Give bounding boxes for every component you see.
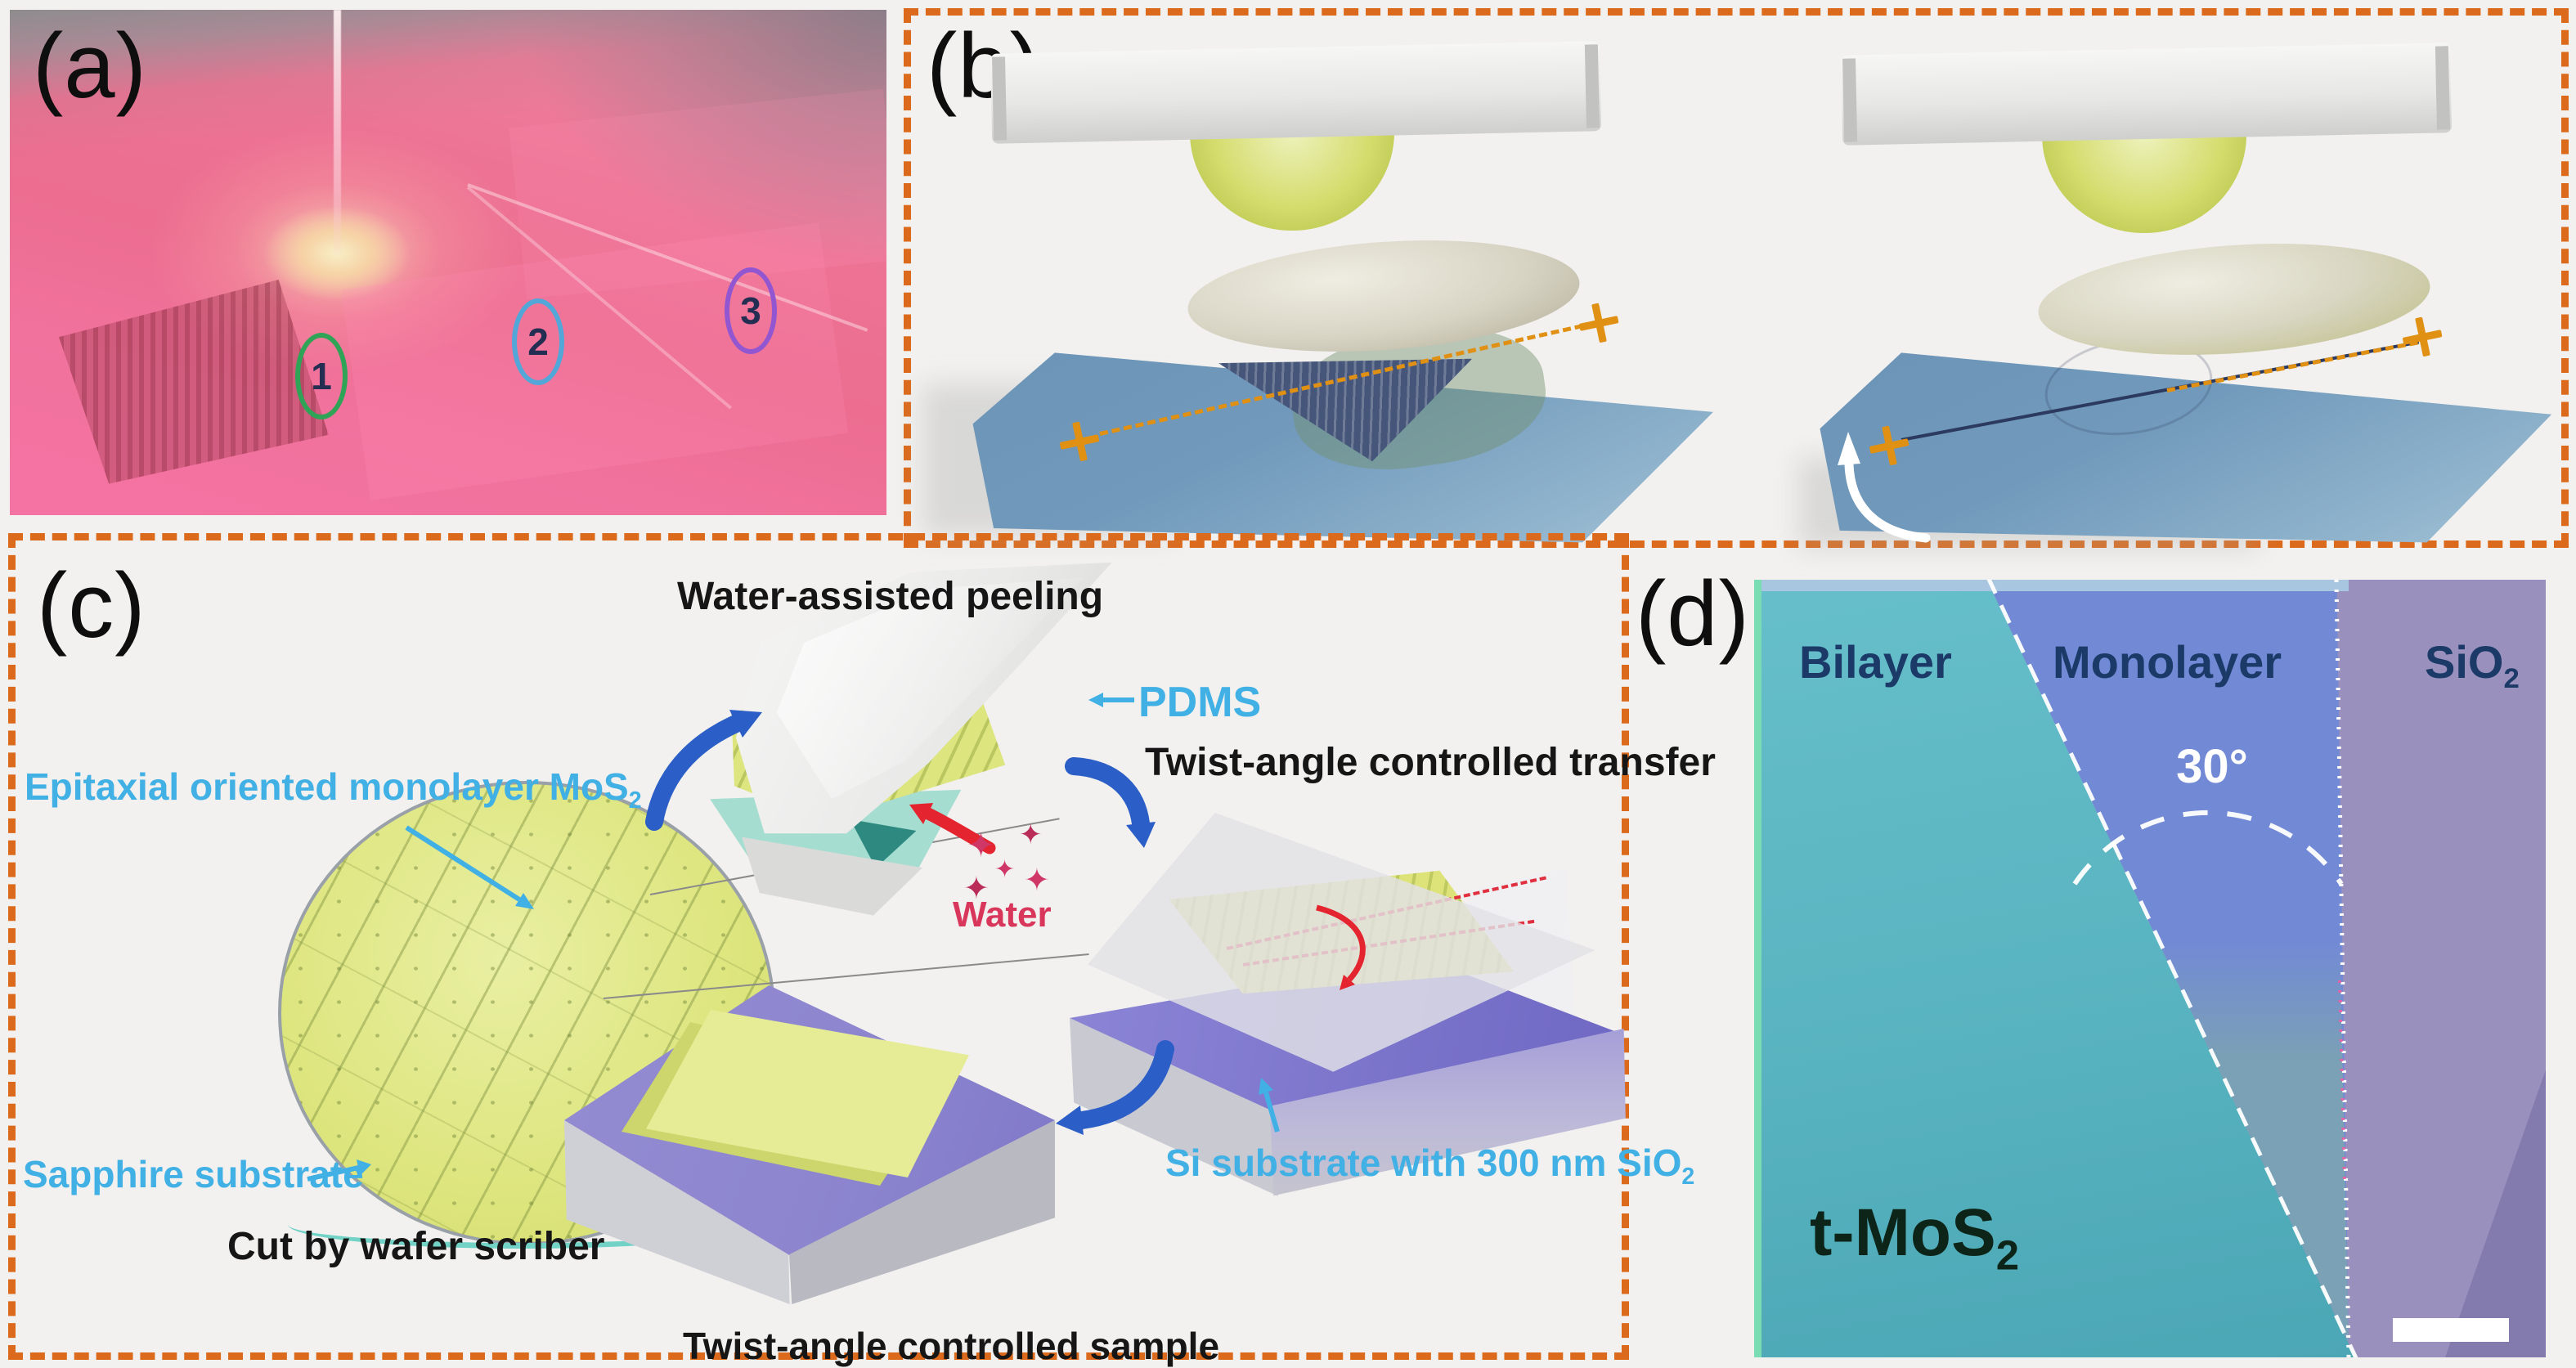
sample-title: Twist-angle controlled sample (683, 1325, 1220, 1367)
label-arrow-icon (307, 1159, 371, 1182)
boundary-pink-tint (2338, 980, 2346, 1186)
peeling-title: Water-assisted peeling (677, 575, 1104, 618)
tmos2-label-sub: 2 (1995, 1231, 2019, 1279)
epitaxial-label-text: Epitaxial oriented monolayer MoS (25, 765, 629, 808)
si-substrate-label-sub: 2 (1681, 1164, 1695, 1191)
process-arrow-icon (645, 710, 762, 831)
rotation-arrow-icon (1838, 432, 1931, 543)
panel-a-photo: 1 2 3 (a) (10, 10, 886, 515)
position-marker-3: 3 (725, 267, 777, 354)
water-droplet-icon: ✦ (994, 856, 1016, 883)
bilayer-label: Bilayer (1799, 636, 1952, 688)
angle-value-label: 30° (2176, 740, 2248, 793)
sio2-label: SiO2 (2425, 635, 2520, 695)
label-arrow-icon (1088, 693, 1134, 707)
panel-d-micrograph: 30° Bilayer Monolayer SiO2 t-MoS2 (1754, 580, 2546, 1357)
glass-slide-3d (1840, 43, 2453, 146)
alignment-cross-marker (2399, 314, 2446, 361)
marker-number: 2 (527, 321, 549, 363)
monolayer-label: Monolayer (2053, 636, 2282, 688)
bilayer-monolayer-boundary (1986, 580, 2358, 1357)
image-top-strip (1754, 580, 2349, 591)
sapphire-rim (288, 1200, 759, 1249)
panel-c-border (8, 533, 1629, 1360)
slide-end-cap (1584, 44, 1600, 128)
water-droplet-icon: ✦ (963, 872, 990, 906)
marker-number: 3 (740, 289, 761, 332)
sio2-label-sub: 2 (2503, 663, 2520, 695)
monolayer-sio2-boundary (2334, 580, 2351, 1357)
transfer-title: Twist-angle controlled transfer (1145, 741, 1716, 784)
water-label: Water (953, 895, 1052, 935)
panel-b-border (904, 8, 2569, 548)
process-arrow-icon (1065, 757, 1156, 848)
twist-angle-arc-arrow-icon (1316, 904, 1366, 990)
label-arrow-icon (1259, 1078, 1280, 1133)
glass-slide-3d (990, 41, 1602, 144)
pdms-label: PDMS (1138, 679, 1262, 726)
water-injection-arrow-icon (909, 803, 996, 854)
scale-bar (2393, 1318, 2509, 1342)
slide-end-cap (2435, 46, 2450, 130)
panel-a-label: (a) (33, 15, 147, 117)
cut-label: Cut by wafer scriber (227, 1225, 605, 1268)
panel-c-label: (c) (37, 554, 146, 657)
position-marker-2: 2 (512, 298, 564, 385)
sio2-label-text: SiO (2425, 636, 2504, 688)
label-arrow-icon (405, 825, 534, 909)
tmos2-label: t-MoS2 (1810, 1195, 2019, 1279)
alignment-cross-marker (1576, 300, 1622, 347)
alignment-cross-marker (1057, 419, 1103, 465)
laser-beam (334, 10, 341, 255)
image-left-edge (1754, 580, 1761, 1357)
sapphire-label: Sapphire substrate (23, 1153, 364, 1195)
process-arrow-icon (1056, 1040, 1174, 1135)
marker-number: 1 (311, 355, 332, 397)
water-droplet-icon: ✦ (1024, 863, 1050, 898)
epitaxial-label-sub: 2 (628, 787, 642, 814)
epitaxial-label: Epitaxial oriented monolayer MoS2 (25, 767, 642, 814)
water-droplet-icon: ✦ (967, 826, 996, 864)
tmos2-label-text: t-MoS (1810, 1195, 1996, 1270)
angle-arc (2072, 810, 2344, 886)
si-substrate-label: Si substrate with 300 nm SiO2 (1165, 1143, 1694, 1190)
panel-d-label: (d) (1636, 563, 1750, 665)
slide-end-cap (992, 56, 1008, 141)
si-substrate-label-text: Si substrate with 300 nm SiO (1165, 1141, 1682, 1184)
slide-end-cap (1842, 58, 1858, 142)
position-marker-1: 1 (295, 333, 348, 419)
water-droplet-icon: ✦ (1019, 819, 1043, 850)
boundary-lines (1986, 580, 2358, 1357)
